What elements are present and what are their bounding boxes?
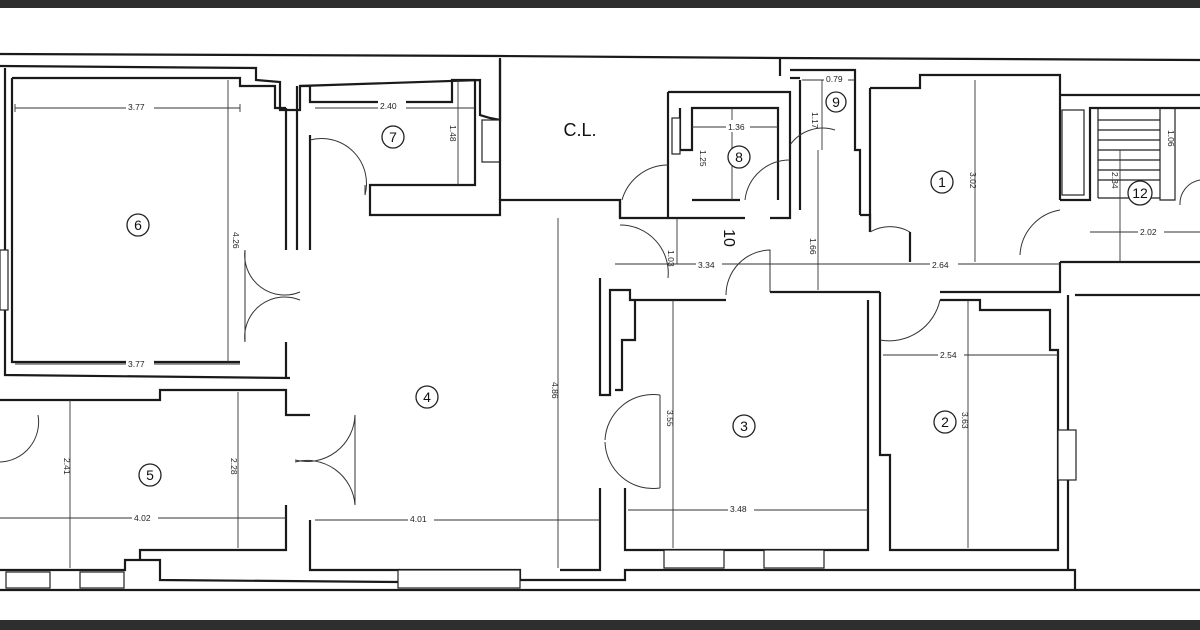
room-4-walls <box>308 135 602 589</box>
floor-plan-drawing: 3.77 3.77 4.26 2.40 1.48 1.36 1.25 0.79 … <box>0 52 1200 592</box>
room-5-label: 5 <box>138 463 162 487</box>
dim-r7-width: 2.40 <box>380 101 397 111</box>
floor-plan-sheet: 3.77 3.77 4.26 2.40 1.48 1.36 1.25 0.79 … <box>0 8 1200 620</box>
room-9-walls <box>790 68 862 215</box>
svg-text:2: 2 <box>941 414 949 430</box>
dim-r3-height: 3.55 <box>665 410 675 427</box>
bottom-border <box>0 620 1200 630</box>
svg-text:1: 1 <box>938 174 946 190</box>
dim-r8-height: 1.25 <box>698 150 708 167</box>
room-1-walls <box>868 73 1062 294</box>
room-5-walls <box>0 388 310 589</box>
dim-r3-width: 3.48 <box>730 504 747 514</box>
room-10-label: 10 <box>720 229 737 247</box>
svg-text:7: 7 <box>389 129 397 145</box>
svg-text:5: 5 <box>146 467 154 483</box>
room-9-label: 9 <box>825 91 847 113</box>
dim-r12-width: 2.02 <box>1140 227 1157 237</box>
dim-r1-height: 3.02 <box>968 172 978 189</box>
room-2-label: 2 <box>933 410 957 434</box>
stair-treads <box>1098 119 1160 181</box>
dim-r9-width: 0.79 <box>826 74 843 84</box>
dim-r6-bottom: 3.77 <box>128 359 145 369</box>
dim-r10-right: 1.66 <box>808 238 818 255</box>
room-1-label: 1 <box>930 170 954 194</box>
dim-r7-height: 1.48 <box>448 125 458 142</box>
dim-r12-stair: 1.06 <box>1166 130 1176 147</box>
dim-r9-height: 1.17 <box>810 112 820 129</box>
dim-r4-height: 4.86 <box>550 382 560 399</box>
dim-r6-height: 4.26 <box>231 232 241 249</box>
svg-text:8: 8 <box>735 149 743 165</box>
dim-r10-left: 1.03 <box>666 250 676 267</box>
dim-r6-top: 3.77 <box>128 102 145 112</box>
dim-r5-width: 4.02 <box>134 513 151 523</box>
room-3-walls <box>615 300 870 569</box>
dim-r2-height: 3.63 <box>960 412 970 429</box>
dim-r5-right: 2.28 <box>229 458 239 475</box>
svg-text:3: 3 <box>740 418 748 434</box>
room-12-walls <box>1060 93 1200 297</box>
dim-r12-height: 2.34 <box>1110 172 1120 189</box>
dimension-lines <box>0 79 1200 568</box>
room-3-label: 3 <box>732 414 756 438</box>
room-8-walls <box>666 90 792 220</box>
room-6-label: 6 <box>126 213 150 237</box>
room-cl-label: C.L. <box>563 120 596 140</box>
room-labels: 6 7 C.L. 8 9 10 <box>126 91 1153 487</box>
svg-text:9: 9 <box>832 94 840 110</box>
dim-r10-width: 3.34 <box>698 260 715 270</box>
svg-text:12: 12 <box>1132 185 1148 201</box>
dimension-labels: 3.77 3.77 4.26 2.40 1.48 1.36 1.25 0.79 … <box>62 72 1176 525</box>
room-6-window <box>0 249 9 311</box>
dim-r1-width: 2.64 <box>932 260 949 270</box>
top-border <box>0 0 1200 8</box>
dim-r5-left: 2.41 <box>62 458 72 475</box>
room-12-label: 12 <box>1127 180 1153 206</box>
room-7-walls <box>300 78 622 218</box>
dim-r2-width: 2.54 <box>940 350 957 360</box>
room-6-walls <box>3 68 299 380</box>
svg-text:10: 10 <box>720 229 737 247</box>
cl-walls <box>498 58 782 220</box>
room-2-walls <box>878 292 1077 570</box>
room-8-label: 8 <box>727 145 751 169</box>
svg-text:C.L.: C.L. <box>563 120 596 140</box>
dim-r8-width: 1.36 <box>728 122 745 132</box>
room-4-label: 4 <box>415 385 439 409</box>
room-7-label: 7 <box>381 125 405 149</box>
svg-text:4: 4 <box>423 389 431 405</box>
svg-text:6: 6 <box>134 217 142 233</box>
door-swings <box>244 127 1061 506</box>
room-10-walls <box>598 213 880 397</box>
dim-r4-width: 4.01 <box>410 514 427 524</box>
